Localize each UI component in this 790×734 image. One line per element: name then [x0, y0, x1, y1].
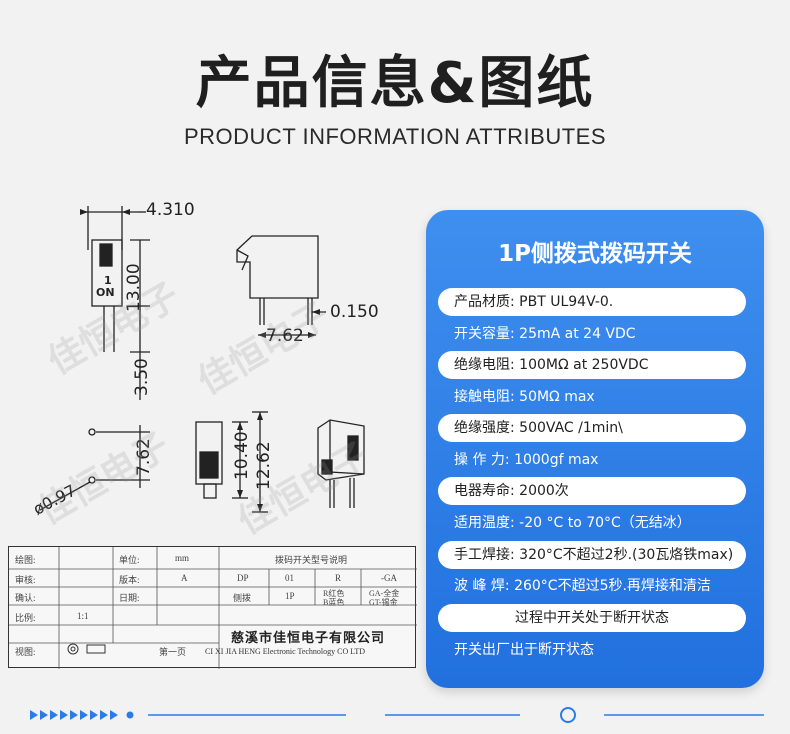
spec-row: 开关容量: 25mA at 24 VDC	[454, 326, 636, 342]
b-blue: B蓝色	[323, 598, 345, 607]
spec-row: 产品材质: PBT UL94V-0.	[438, 288, 746, 316]
switch-on-label: ON	[96, 286, 115, 299]
spec-row: 绝缘强度: 500VAC /1min\	[438, 414, 746, 442]
spec-row: 电器寿命: 2000次	[438, 477, 746, 505]
dim-top-width: 4.310	[146, 200, 195, 220]
label-review: 审核:	[15, 575, 36, 585]
switch-number: 1	[104, 274, 112, 287]
spec-row: 手工焊接: 320°C不超过2秒.(30瓦烙铁max)	[438, 541, 746, 569]
r-red: R红色	[323, 589, 345, 598]
version-value: A	[181, 573, 188, 583]
company-name-en: CI XI JIA HENG Electronic Technology CO …	[205, 647, 366, 656]
label-confirm: 确认:	[15, 593, 36, 603]
dim-body-height: 10.40	[232, 431, 252, 480]
label-unit: 单位:	[119, 555, 140, 565]
page-subtitle: PRODUCT INFORMATION ATTRIBUTES	[183, 124, 606, 149]
dim-lead-length: 3.50	[132, 358, 152, 396]
spec-row: 操 作 力: 1000gf max	[454, 452, 599, 468]
card-title: 1P侧拨式拨码开关	[498, 241, 692, 267]
spec-row: 绝缘电阻: 100MΩ at 250VDC	[438, 351, 746, 379]
bottom-decoration	[0, 702, 790, 730]
label-drawing: 绘图:	[15, 555, 36, 565]
spec-row: 开关出厂出于断开状态	[454, 642, 594, 658]
dim-pitch: 7.62	[266, 326, 304, 346]
side-dial: 侧拨	[233, 593, 252, 603]
model-desc: 拨码开关型号说明	[275, 555, 348, 565]
col-ga: -GA	[381, 573, 397, 583]
dim-total-height: 12.62	[254, 441, 274, 490]
unit-value: mm	[175, 553, 190, 563]
spec-row: 适用温度: -20 °C to 70°C（无结冰）	[454, 515, 691, 531]
spec-row: 波 峰 焊: 260°C不超过5秒.再焊接和清洁	[454, 578, 711, 594]
dim-height-upper: 13.00	[124, 263, 144, 312]
title-block-grid	[9, 547, 417, 669]
decoration-lines	[30, 707, 764, 723]
spec-row: 过程中开关处于断开状态	[438, 604, 746, 632]
scale-value: 1:1	[77, 611, 89, 621]
label-date: 日期:	[119, 593, 140, 603]
page-label: 第一页	[159, 647, 187, 657]
title-block: 绘图: 单位: mm 拨码开关型号说明 审核: 版本: A DP 01 R -G…	[8, 546, 417, 669]
col-r: R	[335, 573, 342, 583]
label-version: 版本:	[119, 575, 140, 585]
label-scale: 比例:	[15, 613, 36, 623]
gt-gold: GT-锡金	[369, 598, 398, 607]
one-p: 1P	[285, 591, 295, 601]
ga-gold: GA-全金	[369, 589, 400, 598]
col-01: 01	[285, 573, 294, 583]
col-dp: DP	[237, 573, 249, 583]
drawing-lines	[39, 206, 365, 513]
label-view: 视图:	[15, 647, 36, 657]
company-name-cn: 慈溪市佳恒电子有限公司	[231, 630, 386, 645]
technical-drawing: 4.310 1 ON 13.00 3.50 0.150 7.62 7.62 ø0…	[0, 190, 420, 543]
page-title: 产品信息&图纸	[195, 51, 595, 116]
spec-row: 接触电阻: 50MΩ max	[454, 389, 595, 405]
spec-card: 1P侧拨式拨码开关 产品材质: PBT UL94V-0. 开关容量: 25mA …	[426, 210, 764, 688]
dim-bottom-pitch: 7.62	[134, 438, 154, 476]
dim-lead-thickness: 0.150	[330, 302, 379, 322]
